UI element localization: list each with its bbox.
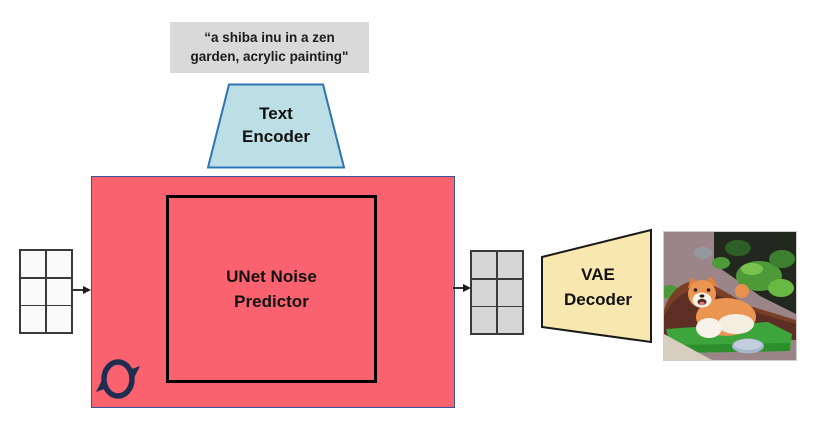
- latent-cell: [497, 279, 522, 306]
- latent-cell: [472, 307, 497, 333]
- latent-cell: [497, 307, 522, 333]
- arrow-input-icon: [73, 286, 91, 294]
- text-encoder-shape: [206, 83, 346, 169]
- latent-cell: [46, 251, 71, 277]
- latent-cell: [472, 279, 497, 306]
- latent-cell: [46, 278, 71, 305]
- arrow-output-icon: [453, 284, 471, 292]
- input-latent-grid: [19, 249, 73, 334]
- latent-cell: [472, 252, 497, 278]
- latent-cell: [21, 306, 46, 332]
- text-encoder-trapezoid: [206, 83, 346, 169]
- unet-label: UNet Noise Predictor: [226, 266, 317, 312]
- output-latent-grid: [470, 250, 524, 335]
- latent-cell: [21, 251, 46, 277]
- generated-shiba-image: [663, 231, 797, 361]
- unet-noise-predictor-box: UNet Noise Predictor: [166, 195, 377, 383]
- prompt-text-box: “a shiba inu in a zen garden, acrylic pa…: [170, 22, 369, 73]
- latent-cell: [497, 252, 522, 278]
- cycle-arrows-icon: [96, 359, 140, 399]
- diffusion-loop-box: [91, 176, 455, 408]
- latent-cell: [46, 306, 71, 332]
- latent-cell: [21, 278, 46, 305]
- vae-decoder-shape: [541, 228, 652, 344]
- vae-decoder-trapezoid: [541, 228, 652, 344]
